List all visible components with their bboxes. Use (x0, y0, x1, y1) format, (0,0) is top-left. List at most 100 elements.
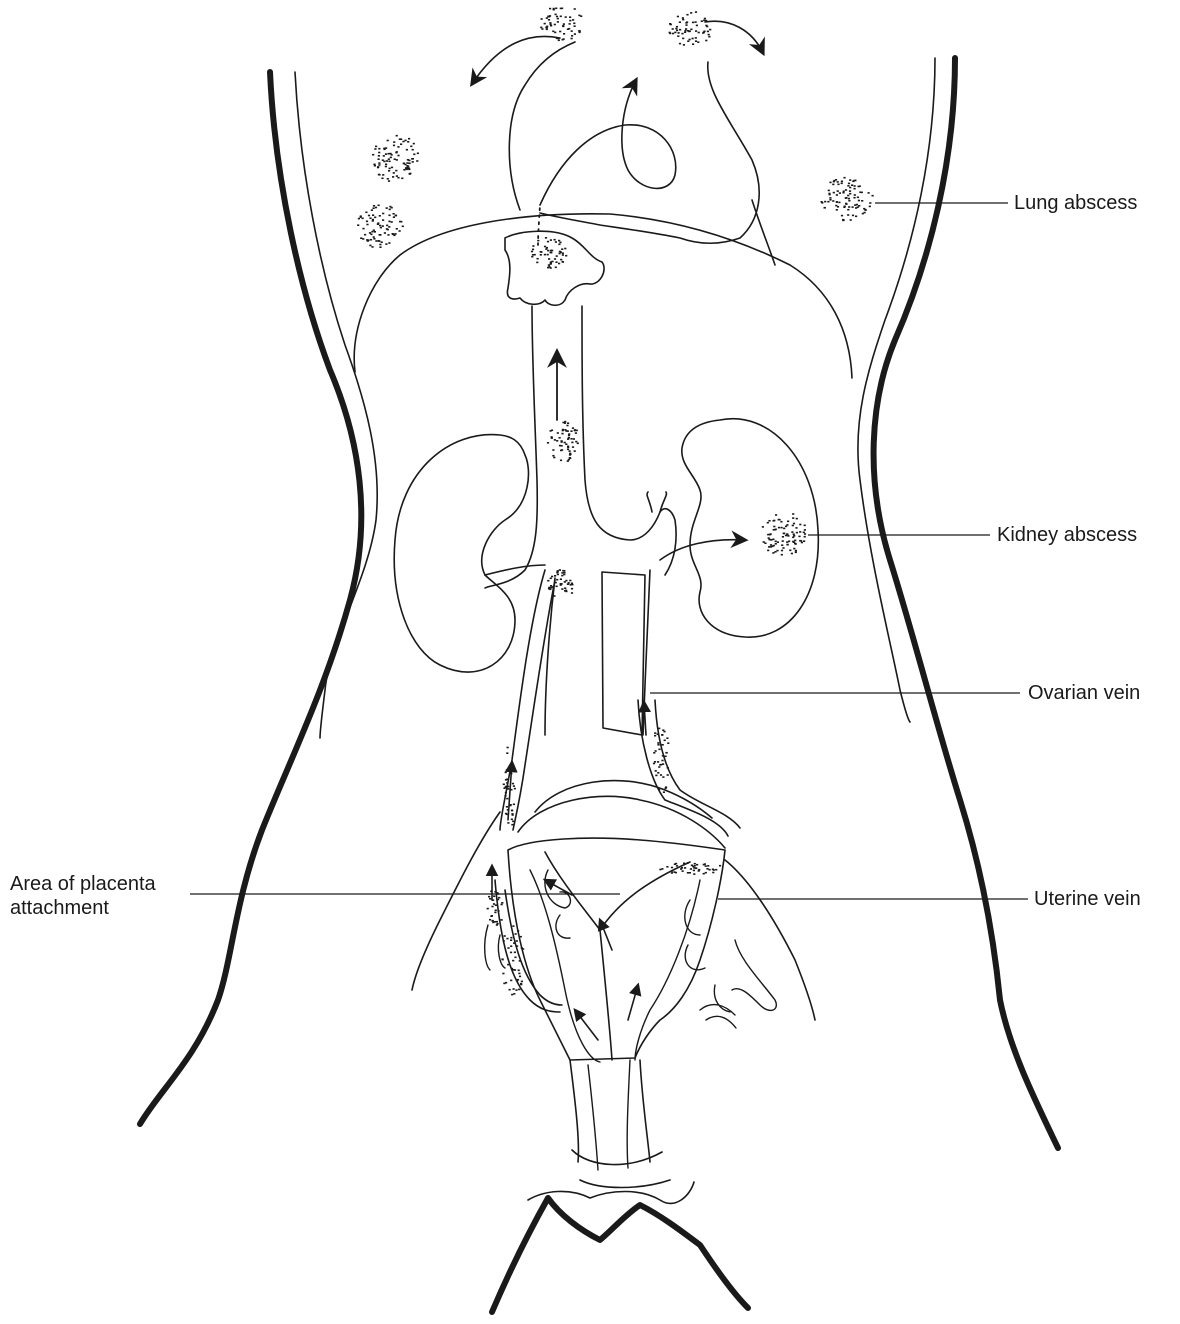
stipple-dot (705, 872, 707, 874)
stipple-dot (843, 177, 845, 179)
stipple-dot (565, 443, 567, 445)
ivc-stipple (547, 421, 579, 462)
stipple-dot (781, 527, 783, 529)
stipple-dot (507, 788, 509, 790)
stipple-dot (572, 446, 574, 448)
stipple-dot (511, 810, 513, 812)
stipple-dot (571, 442, 573, 444)
stipple-dot (824, 201, 826, 203)
stipple-dot (373, 238, 375, 240)
stipple-dot (370, 234, 372, 236)
stipple-dot (675, 863, 677, 865)
stipple-dot (793, 548, 795, 550)
stipple-dot (501, 919, 503, 921)
stipple-dot (564, 421, 566, 423)
stipple-dot (547, 254, 549, 256)
stipple-dot (663, 791, 665, 793)
stipple-dot (787, 535, 789, 537)
stipple-dot (564, 587, 566, 589)
stipple-dot (837, 184, 839, 186)
stipple-dot (803, 532, 805, 534)
stipple-dot (568, 459, 570, 461)
stipple-dot (374, 217, 376, 219)
stipple-dot (847, 185, 849, 187)
stipple-dot (678, 32, 680, 34)
stipple-dot (658, 766, 660, 768)
stipple-dot (382, 219, 384, 221)
stipple-dot (503, 983, 505, 985)
placenta-label-line2: attachment (10, 897, 109, 919)
stipple-dot (553, 457, 555, 459)
stipple-dot (679, 29, 681, 31)
stipple-dot (796, 532, 798, 534)
stipple-dot (792, 537, 794, 539)
stipple-dot (662, 744, 664, 746)
stipple-dot (402, 141, 404, 143)
stipple-dot (373, 205, 375, 207)
renal-junction-stipple (547, 569, 573, 597)
stipple-dot (551, 430, 553, 432)
stipple-dot (387, 178, 389, 180)
stipple-dot (778, 527, 780, 529)
stipple-dot (399, 138, 401, 140)
stipple-dot (661, 760, 663, 762)
vagina-left-wall (570, 1060, 578, 1162)
stipple-dot (505, 792, 507, 794)
stipple-dot (704, 18, 706, 20)
stipple-dot (852, 206, 854, 208)
stipple-dot (848, 206, 850, 208)
stipple-dot (660, 774, 662, 776)
stipple-dot (496, 921, 498, 923)
stipple-dot (801, 542, 803, 544)
stipple-dot (368, 215, 370, 217)
stipple-dot (575, 441, 577, 443)
stipple-dot (764, 542, 766, 544)
stipple-dot (662, 729, 664, 731)
stipple-dot (803, 540, 805, 542)
stipple-dot (681, 867, 683, 869)
stipple-dot (358, 218, 360, 220)
stipple-dot (669, 23, 671, 25)
stipple-dot (573, 23, 575, 25)
stipple-dot (689, 872, 691, 874)
stipple-dot (682, 870, 684, 872)
stipple-dot (837, 190, 839, 192)
stipple-dot (360, 216, 362, 218)
stipple-dot (657, 744, 659, 746)
stipple-dot (858, 205, 860, 207)
stipple-dot (569, 453, 571, 455)
stipple-dot (560, 8, 562, 10)
stipple-dot (554, 439, 556, 441)
stipple-dot (657, 742, 659, 744)
stipple-dot (708, 34, 710, 36)
stipple-dot (507, 947, 509, 949)
pulmonary-arrow-left (472, 36, 560, 84)
stipple-dot (682, 19, 684, 21)
stipple-dot (545, 248, 547, 250)
stipple-dot (509, 770, 511, 772)
stipple-dot (540, 27, 542, 29)
stipple-dot (556, 572, 558, 574)
stipple-dot (560, 16, 562, 18)
stipple-dot (400, 143, 402, 145)
stipple-dot (396, 175, 398, 177)
stipple-dot (521, 981, 523, 983)
stipple-dot (401, 178, 403, 180)
stipple-dot (697, 41, 699, 43)
stipple-dot (557, 570, 559, 572)
stipple-dot (489, 898, 491, 900)
stipple-dot (512, 769, 514, 771)
stipple-dot (842, 220, 844, 222)
stipple-dot (835, 179, 837, 181)
stipple-dot (657, 772, 659, 774)
right-kidney (682, 419, 819, 637)
stipple-dot (554, 239, 556, 241)
stipple-dot (388, 161, 390, 163)
stipple-dot (853, 197, 855, 199)
stipple-dot (719, 865, 721, 867)
stipple-dot (369, 232, 371, 234)
stipple-dot (872, 195, 874, 197)
stipple-dot (379, 234, 381, 236)
stipple-dot (558, 40, 560, 42)
stipple-dot (869, 206, 871, 208)
